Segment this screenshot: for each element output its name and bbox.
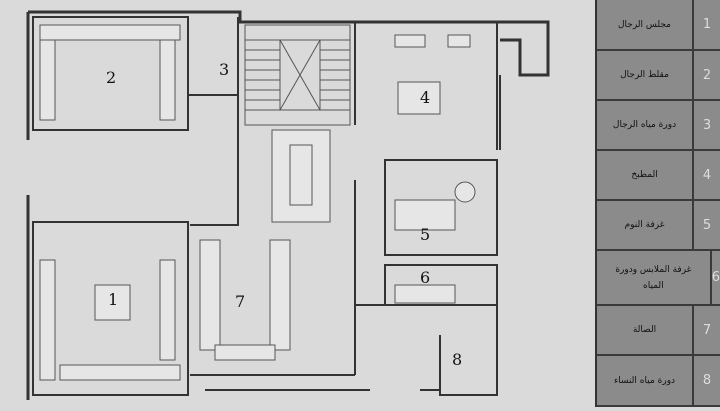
legend-label: دورة مياه الرجال <box>597 101 694 149</box>
legend-row: المطبخ 4 <box>597 151 720 201</box>
room-number-7: 7 <box>235 292 246 311</box>
floor-plan-walls <box>26 10 550 400</box>
legend-row: مقلط الرجال 2 <box>597 51 720 101</box>
room-number-5: 5 <box>420 225 431 244</box>
legend-number: 8 <box>702 373 712 388</box>
room-number-6: 6 <box>420 268 431 287</box>
legend-label: المطبخ <box>597 151 694 199</box>
legend-label: الصالة <box>597 306 694 354</box>
room-number-3: 3 <box>219 60 230 79</box>
legend-number: 6 <box>711 270 720 285</box>
legend-label: غرفة النوم <box>597 201 694 249</box>
legend-row: دورة مياه الرجال 3 <box>597 101 720 151</box>
room-number-4: 4 <box>420 88 431 107</box>
legend-row: دورة مياه النساء 8 <box>597 356 720 407</box>
legend-number: 2 <box>702 67 712 83</box>
legend-number: 3 <box>702 117 712 133</box>
legend-row: غرفة النوم 5 <box>597 201 720 251</box>
legend-label: دورة مياه النساء <box>597 356 694 405</box>
room-legend: مجلس الرجال 1 مقلط الرجال 2 دورة مياه الرج… <box>595 0 720 407</box>
room-number-8: 8 <box>452 350 463 369</box>
legend-number: 5 <box>702 217 712 233</box>
legend-row: مجلس الرجال 1 <box>597 0 720 51</box>
legend-label: غرفة الملابس ودورة المياه <box>597 251 712 304</box>
legend-row: الصالة 7 <box>597 306 720 356</box>
room-number-1: 1 <box>108 290 119 309</box>
legend-label: مقلط الرجال <box>597 51 694 99</box>
stairs <box>244 24 351 126</box>
legend-label: مجلس الرجال <box>597 0 694 49</box>
legend-number: 7 <box>702 322 712 338</box>
room-number-2: 2 <box>106 68 117 87</box>
furniture <box>39 24 476 381</box>
legend-number: 1 <box>702 17 712 32</box>
legend-number: 4 <box>702 167 712 183</box>
floor-plan: 2 1 3 4 5 6 7 8 <box>26 10 550 400</box>
